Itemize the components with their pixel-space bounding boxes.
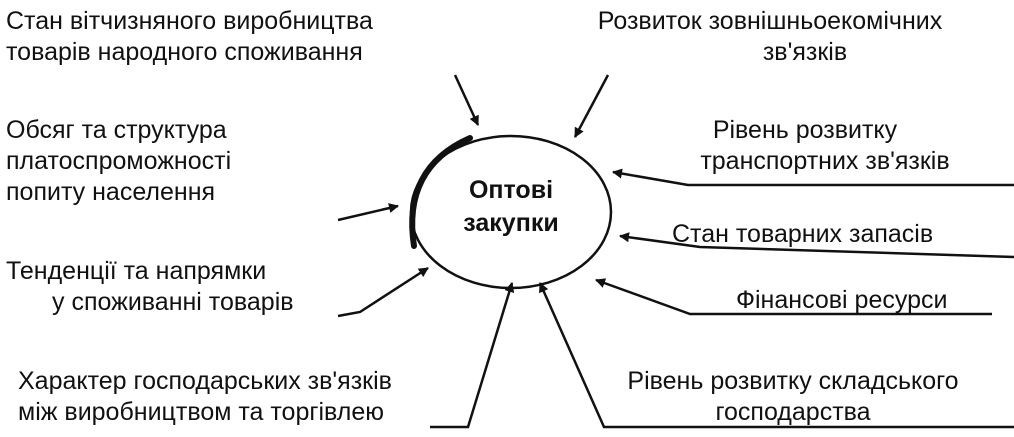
arrow-production bbox=[453, 74, 480, 126]
center-label-line1: Оптові bbox=[468, 176, 554, 204]
arrow-warehouse bbox=[538, 282, 1014, 429]
arrow-foreign bbox=[573, 74, 610, 138]
factor-foreign: Розвиток зовнішньоекомічних зв'язків bbox=[565, 6, 975, 68]
factor-production: Стан вітчизняного виробництва товарів на… bbox=[6, 6, 373, 68]
factor-demand-line3: попиту населення bbox=[6, 178, 216, 206]
factor-warehouse-line1: Рівень розвитку складського bbox=[627, 367, 959, 395]
ellipse-shadow bbox=[409, 135, 473, 249]
arrow-stocks bbox=[619, 232, 1014, 259]
arrow-trends bbox=[337, 266, 429, 318]
factor-trends-line1: Тенденції та напрямки bbox=[6, 257, 267, 285]
factor-relations-line1: Характер господарських зв'язків bbox=[18, 367, 392, 395]
arrow-demand bbox=[337, 203, 399, 222]
arrow-finance bbox=[595, 278, 992, 316]
factor-transport: Рівень розвитку транспортних зв'язків bbox=[675, 115, 975, 177]
factor-foreign-line2: зв'язків bbox=[762, 38, 848, 66]
factor-stocks: Стан товарних запасів bbox=[672, 219, 933, 250]
factor-production-line2: товарів народного споживання bbox=[6, 38, 363, 66]
factor-relations-line2: між виробництвом та торгівлею bbox=[18, 398, 384, 426]
factor-demand-line1: Обсяг та структура bbox=[6, 116, 227, 144]
arrow-relations bbox=[430, 282, 515, 429]
factor-demand-line2: платоспроможності bbox=[6, 147, 232, 175]
center-label-line2: закупки bbox=[463, 209, 559, 237]
factor-transport-line1: Рівень розвитку bbox=[712, 116, 898, 144]
factor-transport-line2: транспортних зв'язків bbox=[700, 147, 950, 175]
factor-demand: Обсяг та структура платоспроможності поп… bbox=[6, 115, 231, 208]
factor-production-line1: Стан вітчизняного виробництва bbox=[6, 7, 373, 35]
factor-foreign-line1: Розвиток зовнішньоекомічних bbox=[597, 7, 943, 35]
center-label: Оптові закупки bbox=[441, 174, 581, 240]
factor-trends: Тенденції та напрямки у споживанні товар… bbox=[6, 256, 294, 318]
factor-trends-line2: у споживанні товарів bbox=[52, 288, 294, 316]
factor-relations: Характер господарських зв'язків між виро… bbox=[18, 366, 392, 428]
factor-warehouse: Рівень розвитку складського господарства bbox=[598, 366, 988, 428]
factor-finance: Фінансові ресурси bbox=[736, 285, 947, 316]
factor-stocks-line1: Стан товарних запасів bbox=[672, 220, 934, 248]
factor-warehouse-line2: господарства bbox=[715, 398, 871, 426]
arrow-transport bbox=[612, 168, 1014, 187]
factor-finance-line1: Фінансові ресурси bbox=[736, 286, 948, 314]
